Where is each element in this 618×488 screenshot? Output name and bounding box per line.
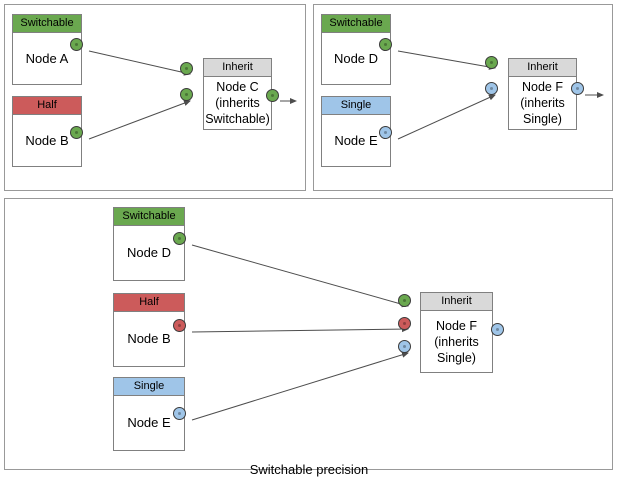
node-e-bottom-header: Single: [114, 378, 184, 396]
node-d-bottom-header: Switchable: [114, 208, 184, 226]
port-node-b-bottom-out[interactable]: [173, 319, 186, 332]
node-b-label-text: Node B: [25, 132, 69, 148]
port-node-c-in-1[interactable]: [180, 62, 193, 75]
port-node-f-bottom-in-2[interactable]: [398, 317, 411, 330]
node-d-bottom-label-text: Node D: [126, 245, 172, 260]
port-node-a-out[interactable]: [70, 38, 83, 51]
node-d-bottom-label: Node D: [114, 226, 184, 280]
node-e-header: Single: [322, 97, 390, 115]
port-node-d-bottom-out[interactable]: [173, 232, 186, 245]
port-node-c-in-2[interactable]: [180, 88, 193, 101]
node-f-bottom-header: Inherit: [421, 293, 492, 311]
port-node-f-bottom-in-3[interactable]: [398, 340, 411, 353]
node-e-bottom-label: Node E: [114, 396, 184, 450]
node-e-label: Node E: [322, 115, 390, 166]
port-node-f-out[interactable]: [571, 82, 584, 95]
port-node-f-in-1[interactable]: [485, 56, 498, 69]
port-node-d-out[interactable]: [379, 38, 392, 51]
node-d-header: Switchable: [322, 15, 390, 33]
node-b-bottom-label: Node B: [114, 312, 184, 366]
port-node-c-out[interactable]: [266, 89, 279, 102]
node-d-label: Node D: [322, 33, 390, 84]
port-node-e-bottom-out[interactable]: [173, 407, 186, 420]
node-d-label-text: Node D: [333, 50, 379, 66]
node-b-bottom-label-text: Node B: [127, 331, 171, 346]
node-b-header: Half: [13, 97, 81, 115]
node-a-label-text: Node A: [25, 50, 69, 66]
node-e-bottom-label-text: Node E: [127, 415, 171, 430]
panel-bottom: [4, 198, 613, 470]
node-b-bottom-header: Half: [114, 294, 184, 312]
port-node-f-in-2[interactable]: [485, 82, 498, 95]
node-e-label-text: Node E: [334, 132, 378, 148]
node-b-label: Node B: [13, 115, 81, 166]
port-node-b-out[interactable]: [70, 126, 83, 139]
port-node-f-bottom-out[interactable]: [491, 323, 504, 336]
diagram-caption: Switchable precision: [249, 462, 369, 477]
port-node-f-bottom-in-1[interactable]: [398, 294, 411, 307]
node-a-label: Node A: [13, 33, 81, 84]
node-c-header: Inherit: [204, 59, 271, 77]
port-node-e-out[interactable]: [379, 126, 392, 139]
node-f-top-header: Inherit: [509, 59, 576, 77]
node-a-header: Switchable: [13, 15, 81, 33]
